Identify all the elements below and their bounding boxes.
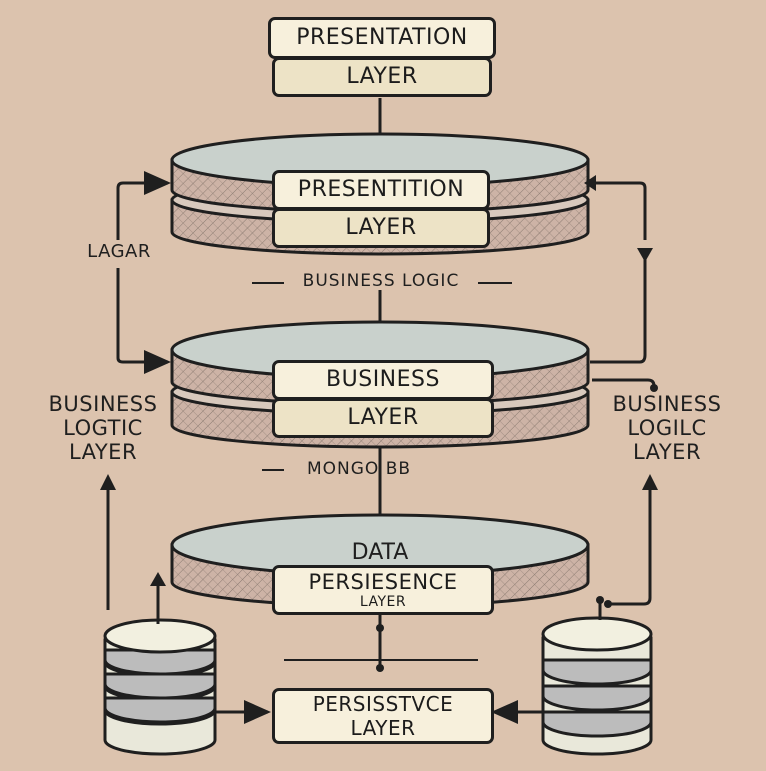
right-db-dot xyxy=(596,596,604,604)
business-logic-connector-label: BUSINESS LOGIC xyxy=(302,271,460,291)
persistence-layer-title: PERSISSTVCE xyxy=(312,692,454,716)
disk3-subtitle: PERSIESENCE xyxy=(308,569,458,594)
persistence-layer-subtitle: LAYER xyxy=(350,716,416,740)
right-database-icon xyxy=(541,616,653,756)
left-side-label-line3: LAYER xyxy=(68,440,138,465)
left-loop-connector xyxy=(106,171,171,610)
persistence-layer-box: PERSISSTVCE LAYER xyxy=(272,688,494,744)
disk1-subtitle: LAYER xyxy=(345,215,417,240)
left-loop-arrowhead xyxy=(100,474,116,490)
left-database-icon xyxy=(103,618,217,756)
mongo-connector-label: MONGO BB xyxy=(306,459,412,479)
presentation-layer-title: PRESENTATION xyxy=(296,25,468,50)
left-db-connector xyxy=(156,580,271,724)
left-side-label-line2: LOGTIC xyxy=(63,416,143,441)
disk1-title: PRESENTITION xyxy=(297,177,465,202)
right-side-label-line3: LAYER xyxy=(632,440,702,465)
connector-dot xyxy=(376,664,384,672)
mongo-rule xyxy=(262,469,478,661)
presentation-layer-subtitle-box: LAYER xyxy=(272,57,492,97)
disk2-subtitle-box: LAYER xyxy=(272,398,494,438)
lagar-label: LAGAR xyxy=(87,241,151,262)
disk1-title-box: PRESENTITION xyxy=(272,170,490,210)
disk1-subtitle-box: LAYER xyxy=(272,208,490,248)
right-loop-arrowheads xyxy=(584,175,658,608)
presentation-layer-subtitle: LAYER xyxy=(346,64,418,89)
disk2-subtitle: LAYER xyxy=(347,405,419,430)
disk3-layer: LAYER xyxy=(359,593,407,610)
right-side-label-line1: BUSINESS xyxy=(612,392,722,416)
disk3-title: DATA xyxy=(351,540,409,565)
left-side-label-line1: BUSINESS xyxy=(48,392,158,416)
right-side-label: BUSINESS LOGILC LAYER xyxy=(592,392,742,464)
right-loop-connector xyxy=(590,181,656,606)
left-db-arrowhead xyxy=(150,572,166,586)
disk2-title-box: BUSINESS xyxy=(272,360,494,400)
presentation-layer-title-box: PRESENTATION xyxy=(268,17,496,59)
disk3-box: PERSIESENCE LAYER xyxy=(272,565,494,615)
right-side-label-line2: LOGILC xyxy=(627,416,707,441)
left-side-label: BUSINESS LOGTIC LAYER xyxy=(28,392,178,464)
disk2-title: BUSINESS xyxy=(326,367,440,392)
connector-dot xyxy=(376,624,384,632)
